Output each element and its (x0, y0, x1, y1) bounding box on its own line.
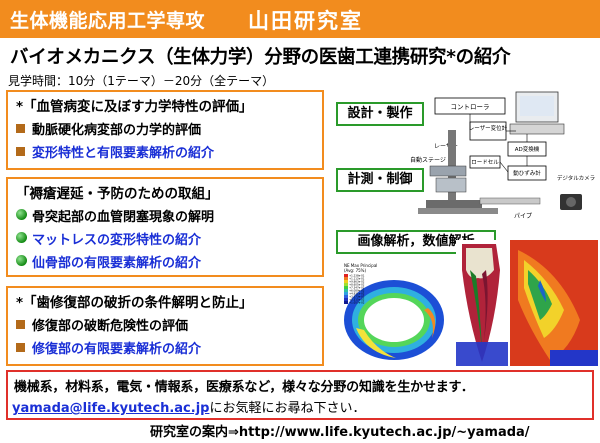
laser-displacement-label: レーザー変位計 (469, 124, 508, 132)
list-item: 骨突起部の血管閉塞現象の解明 (16, 206, 214, 225)
section-vascular: *「血管病変に及ぼす力学特性の評価」 動脈硬化病変部の力学的評価 変形特性と有限… (6, 90, 324, 170)
svg-text:+2.315e-02: +2.315e-02 (349, 298, 365, 302)
square-bullet-icon (16, 147, 25, 156)
fe-legend-unit: (Avg: 75%) (344, 268, 366, 273)
laser-label: レーザー (434, 143, 458, 150)
visit-time: 見学時間：10分（1テーマ）－20分（全テーマ） (8, 74, 275, 88)
header-bar: 生体機能応用工学専攻 山田研究室 (0, 0, 600, 38)
apparatus-diagram: コントローラ レーザー変位計 AD変換機 動ひずみ計 ロードセル レーザー 自動… (330, 90, 596, 228)
sacrum-fe-image (510, 240, 598, 366)
square-bullet-icon (16, 320, 25, 329)
contact-line: yamada@life.kyutech.ac.jpにお気軽にお尋ね下さい． (12, 397, 365, 416)
svg-text:+1.112e-01: +1.112e-01 (349, 277, 365, 281)
svg-text:+8.605e-02: +8.605e-02 (349, 283, 365, 287)
round-bullet-icon (16, 255, 27, 266)
square-bullet-icon (16, 343, 25, 352)
list-item: 仙骨部の有限要素解析の紹介 (16, 252, 201, 271)
round-bullet-icon (16, 232, 27, 243)
ad-converter-label: AD変換機 (515, 145, 540, 153)
list-item: 動脈硬化病変部の力学的評価 (16, 119, 201, 138)
contact-suffix: にお気軽にお尋ね下さい． (209, 401, 366, 416)
contact-box: 機械系，材料系，電気・情報系，医療系など，様々な分野の知識を生かせます． yam… (6, 370, 594, 420)
svg-text:+7.347e-02: +7.347e-02 (349, 286, 365, 290)
svg-text:+1.057e-02: +1.057e-02 (349, 301, 365, 305)
svg-text:+4.831e-02: +4.831e-02 (349, 292, 365, 296)
email-link[interactable]: yamada@life.kyutech.ac.jp (12, 401, 210, 416)
auto-stage-label: 自動ステージ (410, 156, 446, 164)
list-item: 修復部の有限要素解析の紹介 (16, 338, 201, 357)
section-title: 「褥瘡遅延・予防のための取組」 (16, 186, 219, 202)
load-cell-label: ロードセル (471, 159, 499, 166)
department-name: 生体機能応用工学専攻 (10, 10, 206, 32)
vessel-fe-image: NE Max Principal (Avg: 75%) +1.238e-01 +… (336, 258, 464, 366)
svg-text:+1.238e-01: +1.238e-01 (349, 274, 365, 278)
svg-text:+3.573e-02: +3.573e-02 (349, 295, 365, 299)
camera-label: デジタルカメラ (557, 174, 595, 182)
list-item: 修復部の破断危険性の評価 (16, 315, 188, 334)
design-label: 設計・製作 (336, 102, 424, 126)
lab-url-footer[interactable]: 研究室の案内⇒http://www.life.kyutech.ac.jp/~ya… (150, 425, 530, 440)
svg-text:+9.863e-02: +9.863e-02 (349, 280, 365, 284)
measure-label: 計測・制御 (336, 168, 424, 192)
controller-label: コントローラ (451, 103, 490, 111)
lab-name: 山田研究室 (248, 9, 363, 33)
section-title: *「血管病変に及ぼす力学特性の評価」 (16, 99, 253, 115)
section-dental: *「歯修復部の破折の条件解明と防止」 修復部の破断危険性の評価 修復部の有限要素… (6, 286, 324, 366)
tooth-fe-image (456, 240, 508, 366)
section-pressure-ulcer: 「褥瘡遅延・予防のための取組」 骨突起部の血管閉塞現象の解明 マットレスの変形特… (6, 177, 324, 277)
round-bullet-icon (16, 209, 27, 220)
list-item: 変形特性と有限要素解析の紹介 (16, 142, 214, 161)
square-bullet-icon (16, 124, 25, 133)
fe-legend-scale: +1.238e-01 +1.112e-01 +9.863e-02 +8.605e… (344, 274, 365, 305)
list-item: マットレスの変形特性の紹介 (16, 229, 201, 248)
skills-text: 機械系，材料系，電気・情報系，医療系など，様々な分野の知識を生かせます． (14, 380, 474, 395)
section-title: *「歯修復部の破折の条件解明と防止」 (16, 295, 253, 311)
page-title: バイオメカニクス（生体力学）分野の医歯工連携研究*の紹介 (10, 47, 511, 68)
svg-text:+6.089e-02: +6.089e-02 (349, 289, 365, 293)
pipe-label: パイプ (514, 213, 532, 220)
strain-amp-label: 動ひずみ計 (513, 169, 541, 177)
fe-legend-title: NE Max Principal (344, 263, 377, 268)
